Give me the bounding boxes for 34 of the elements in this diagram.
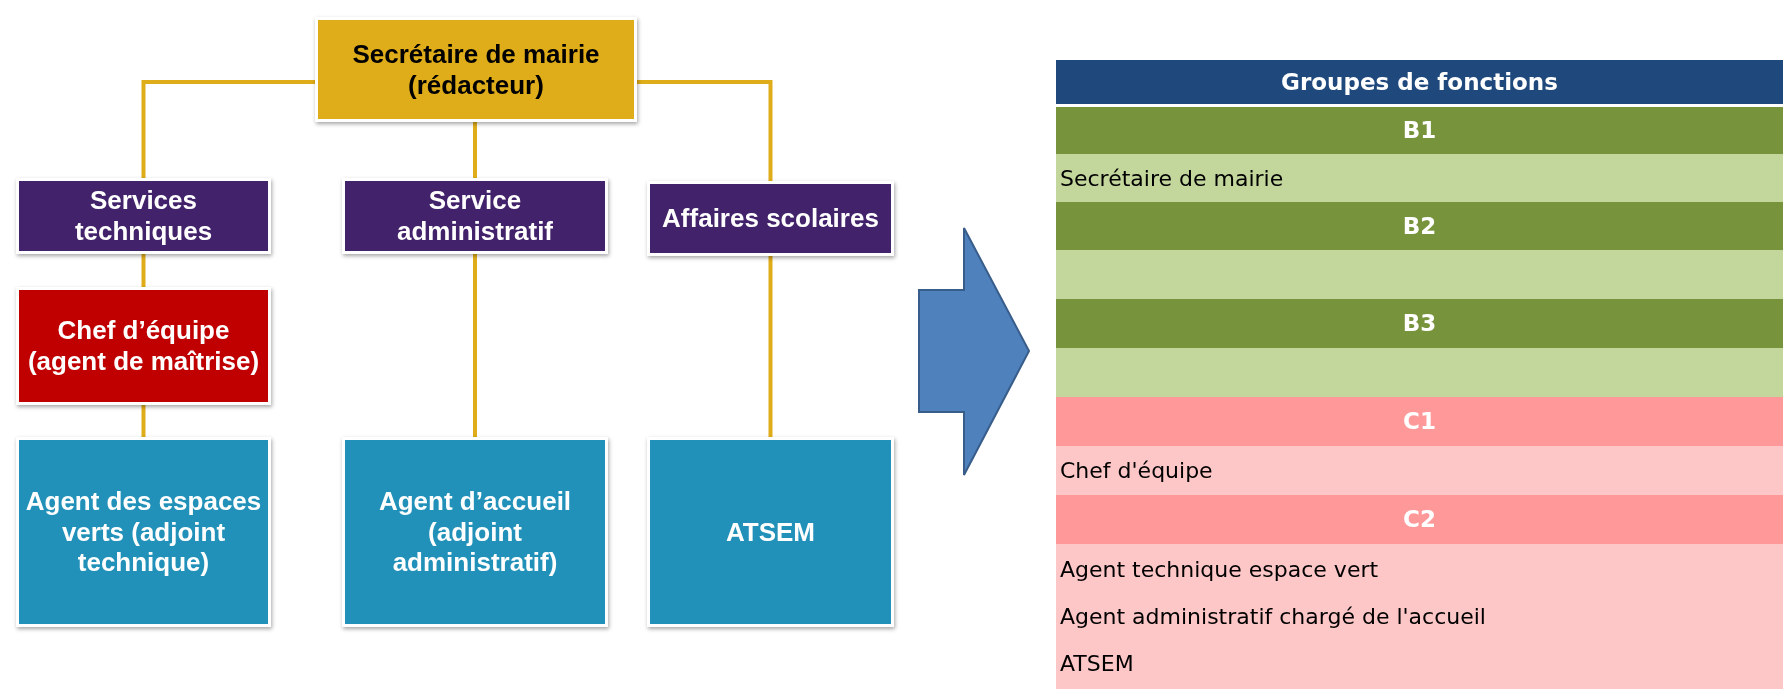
table-cell-text: Agent technique espace vert	[1060, 556, 1379, 584]
group-code: C2	[1403, 508, 1436, 531]
table-cell-text: Secrétaire de mairie	[1060, 164, 1284, 193]
box-label: Affaires scolaires	[662, 203, 879, 234]
org-box	[16, 437, 271, 627]
connector-line	[473, 254, 477, 437]
box-label: Services techniques	[73, 185, 214, 247]
box-label: Agent des espaces verts (adjoint technique)	[25, 486, 262, 578]
org-box	[342, 437, 608, 627]
table-cell-text: Agent administratif chargé de l'accueil	[1060, 603, 1486, 631]
group-code: C1	[1403, 410, 1436, 433]
group-code: B3	[1402, 312, 1437, 335]
table-cell-text: Chef d'équipe	[1060, 457, 1213, 485]
org-box	[647, 437, 894, 627]
org-box	[647, 181, 894, 256]
org-box	[315, 17, 637, 122]
org-box	[16, 287, 271, 405]
box-label: Service administratif	[396, 185, 554, 247]
box-label: Chef d’équipe (agent de maîtrise)	[26, 315, 261, 377]
box-label: Secrétaire de mairie (rédacteur)	[351, 38, 601, 101]
box-label: ATSEM	[725, 516, 816, 548]
table-header: Groupes de fonctions	[1281, 70, 1558, 94]
connector-line	[768, 256, 773, 437]
connector-line	[637, 80, 773, 181]
org-box	[16, 178, 271, 254]
group-code: B2	[1402, 214, 1437, 238]
connector-line	[473, 122, 477, 178]
org-box	[342, 178, 608, 254]
connector-line	[141, 254, 146, 287]
box-label: Agent d’accueil (adjoint administratif)	[377, 486, 573, 578]
table-cell-text: ATSEM	[1060, 650, 1134, 678]
connector-line	[141, 80, 315, 178]
group-code: B1	[1402, 119, 1437, 142]
connector-line	[141, 405, 146, 437]
